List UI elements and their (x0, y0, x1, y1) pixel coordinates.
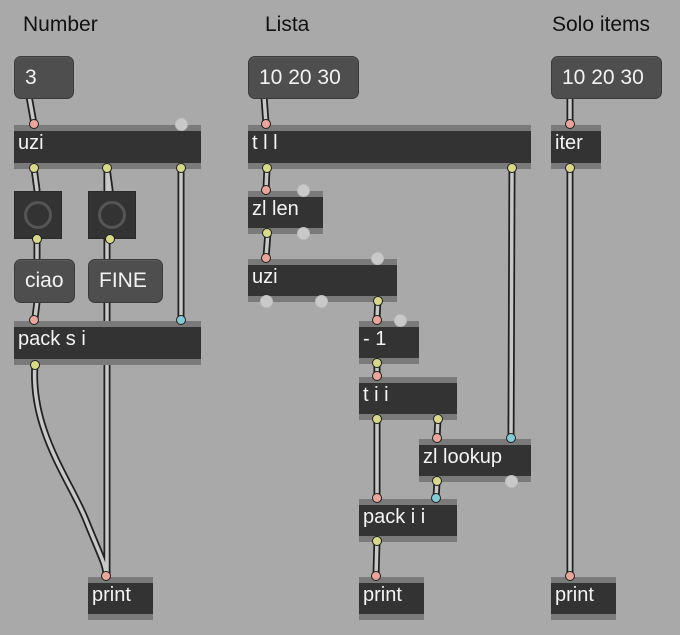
inlet-port-ghost[interactable] (175, 118, 188, 131)
message-number-3[interactable]: 3 (14, 56, 74, 99)
object-print-lista[interactable]: print (359, 577, 424, 620)
outlet-port[interactable] (507, 163, 517, 173)
inlet-port[interactable] (29, 315, 39, 325)
object-minus-1[interactable]: - 1 (359, 321, 419, 364)
outlet-port[interactable] (105, 234, 115, 244)
outlet-port[interactable] (29, 163, 39, 173)
inlet-port[interactable] (371, 571, 381, 581)
outlet-port[interactable] (32, 234, 42, 244)
inlet-port-ghost[interactable] (371, 252, 384, 265)
object-uzi-lista[interactable]: uzi (248, 259, 397, 302)
object-t-l-l[interactable]: t l l (248, 125, 531, 169)
object-pack-i-i[interactable]: pack i i (359, 499, 457, 542)
inlet-port[interactable] (101, 571, 111, 581)
inlet-port[interactable] (261, 119, 271, 129)
bang-button-right[interactable] (88, 191, 136, 239)
inlet-port-ghost[interactable] (394, 314, 407, 327)
inlet-port[interactable] (565, 571, 575, 581)
object-zl-lookup[interactable]: zl lookup (419, 439, 531, 482)
object-pack-s-i[interactable]: pack s i (14, 321, 201, 365)
outlet-port-ghost[interactable] (297, 227, 310, 240)
outlet-port[interactable] (433, 414, 443, 424)
outlet-port[interactable] (373, 296, 383, 306)
cold-inlet-port[interactable] (506, 433, 516, 443)
inlet-port[interactable] (261, 253, 271, 263)
outlet-port-ghost[interactable] (315, 295, 328, 308)
outlet-port-ghost[interactable] (260, 295, 273, 308)
object-print-number[interactable]: print (88, 577, 153, 620)
comment-lista: Lista (265, 13, 310, 36)
cold-inlet-port[interactable] (176, 315, 186, 325)
outlet-port[interactable] (372, 536, 382, 546)
bang-circle-icon (24, 201, 52, 229)
inlet-port[interactable] (565, 119, 575, 129)
bang-button-left[interactable] (14, 191, 62, 239)
object-t-i-i[interactable]: t i i (359, 377, 457, 420)
message-ciao[interactable]: ciao (14, 259, 75, 303)
comment-number: Number (23, 13, 98, 36)
inlet-port[interactable] (432, 433, 442, 443)
inlet-port[interactable] (372, 493, 382, 503)
outlet-port[interactable] (30, 360, 40, 370)
outlet-port[interactable] (372, 414, 382, 424)
object-print-solo[interactable]: print (551, 577, 616, 620)
inlet-port-ghost[interactable] (297, 184, 310, 197)
inlet-port[interactable] (29, 119, 39, 129)
comment-solo-items: Solo items (552, 13, 651, 36)
outlet-port[interactable] (102, 163, 112, 173)
bang-circle-icon (98, 201, 126, 229)
outlet-port[interactable] (432, 476, 442, 486)
outlet-port[interactable] (372, 358, 382, 368)
inlet-port[interactable] (372, 315, 382, 325)
object-iter[interactable]: iter (551, 125, 601, 169)
outlet-port-ghost[interactable] (505, 475, 518, 488)
outlet-port[interactable] (176, 163, 186, 173)
cold-inlet-port[interactable] (431, 493, 441, 503)
inlet-port[interactable] (261, 185, 271, 195)
outlet-port[interactable] (565, 163, 575, 173)
outlet-port[interactable] (262, 228, 272, 238)
outlet-port[interactable] (262, 163, 272, 173)
message-solo-10-20-30[interactable]: 10 20 30 (551, 56, 662, 99)
object-zl-len[interactable]: zl len (248, 191, 323, 234)
message-lista-10-20-30[interactable]: 10 20 30 (248, 56, 359, 99)
message-fine[interactable]: FINE (88, 259, 163, 303)
inlet-port[interactable] (372, 371, 382, 381)
